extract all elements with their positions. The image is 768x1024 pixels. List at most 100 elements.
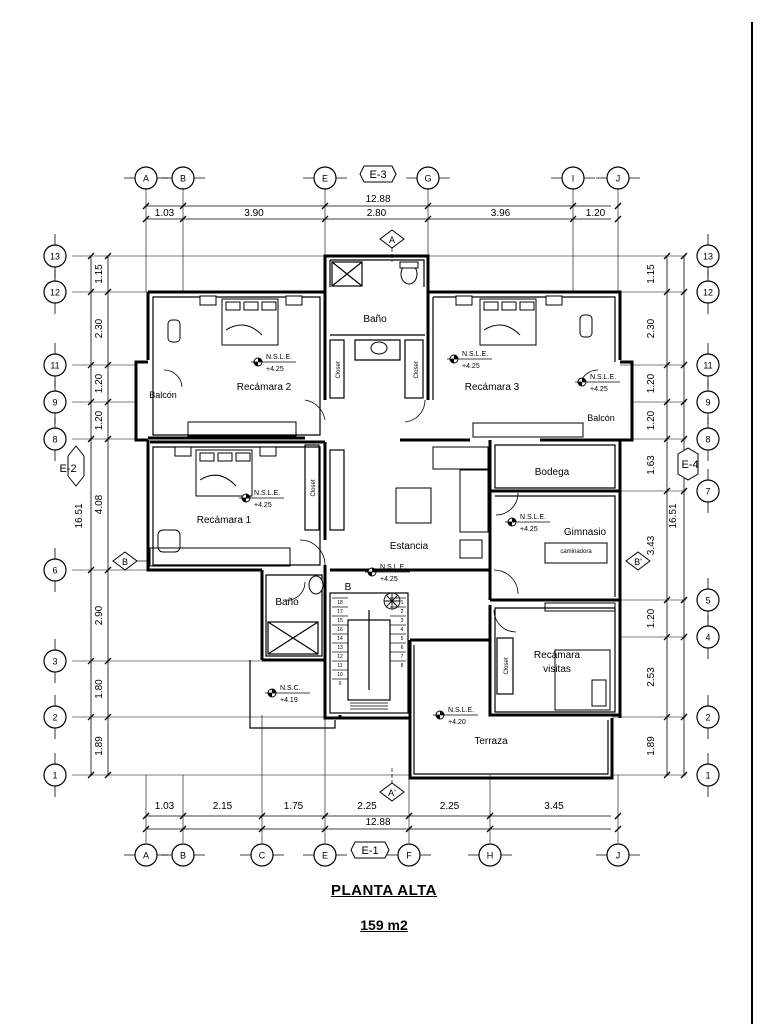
axis-bubble: 11 xyxy=(43,343,67,387)
level-marker: N.S.L.E.+4.25 xyxy=(251,354,296,373)
stair-step-number: 8 xyxy=(401,663,404,669)
axis-bubble: 13 xyxy=(43,234,67,278)
axis-bubble: E xyxy=(303,166,347,190)
axis-bubble: J xyxy=(596,843,640,867)
stair-step-number: 7 xyxy=(401,654,404,660)
elevation-e4: E-4 xyxy=(677,447,699,481)
axis-label: B xyxy=(180,851,186,861)
stair-step-number: 13 xyxy=(337,645,343,651)
dimension-value: 1.15 xyxy=(94,264,105,284)
axis-label: 9 xyxy=(52,398,57,408)
level-marker: N.S.L.E. +4.25 xyxy=(447,351,492,370)
room-gimnasio: Gimnasio xyxy=(564,527,607,538)
axis-label: 1 xyxy=(705,771,710,781)
total-width-top: 12.88 xyxy=(365,194,390,205)
room-recamara-1: Recámara 1 xyxy=(197,515,252,526)
stair-step-number: 5 xyxy=(401,636,404,642)
level-marker: N.S.L.E.+4.25 xyxy=(365,564,410,583)
dimension-value: 3.90 xyxy=(244,208,264,219)
axis-bubble: 4 xyxy=(696,615,720,659)
dimension-value: 1.20 xyxy=(94,373,105,393)
stair-treads xyxy=(332,597,406,710)
axis-bubble: B xyxy=(161,843,205,867)
level-value: +4.20 xyxy=(448,719,466,726)
axis-label: C xyxy=(259,851,266,861)
elevation-e1: E-1 xyxy=(350,841,390,859)
axis-label: B xyxy=(180,174,186,184)
stair-step-number: 18 xyxy=(337,600,343,606)
axis-label: 12 xyxy=(703,288,713,298)
room-balcon-right: Balcón xyxy=(587,413,615,423)
axis-label: A xyxy=(143,851,149,861)
level-value: +4.25 xyxy=(380,576,398,583)
room-bodega: Bodega xyxy=(535,467,570,478)
dimension-ticks xyxy=(87,202,688,833)
axis-label: I xyxy=(572,174,575,184)
closet-label: Closet xyxy=(311,479,317,496)
svg-text:E-1: E-1 xyxy=(361,845,378,857)
stair-step-number: 6 xyxy=(401,645,404,651)
axis-label: 1 xyxy=(52,771,57,781)
level-marker: N.S.L.E.+4.25 xyxy=(505,514,550,533)
stair-step-number: 10 xyxy=(337,672,343,678)
axis-label: A xyxy=(143,174,149,184)
section-markers: A A' B B' B xyxy=(112,229,651,802)
dimension-value: 1.03 xyxy=(155,208,175,219)
stair-step-number: 16 xyxy=(337,627,343,633)
closet-label: Closet xyxy=(336,361,342,378)
axis-label: H xyxy=(487,851,494,861)
dimension-value: 2.25 xyxy=(357,801,377,812)
level-label: N.S.L.E. xyxy=(520,514,546,521)
axis-bubble: 8 xyxy=(696,417,720,461)
room-bano-low: Baño xyxy=(275,597,299,608)
stair-step-number: 11 xyxy=(337,663,342,669)
stair-step-number: 2 xyxy=(401,609,404,615)
level-label: N.S.L.E. xyxy=(462,351,488,358)
room-estancia: Estancia xyxy=(390,541,429,552)
level-label: N.S.C. xyxy=(280,685,301,692)
elevation-markers: E-3 E-1 E-2 E-4 xyxy=(59,165,699,859)
closet-label: Closet xyxy=(504,657,510,674)
axis-label: 13 xyxy=(50,252,60,262)
closet-labels: Closet Closet Closet Closet xyxy=(311,361,510,674)
svg-text:A': A' xyxy=(388,788,396,798)
gym-caminadora: caminadora xyxy=(560,549,592,555)
section-a-bottom: A' xyxy=(379,782,405,802)
axis-label: 7 xyxy=(705,487,710,497)
room-recamara-3: Recámara 3 xyxy=(465,382,520,393)
axis-label: J xyxy=(616,851,621,861)
axis-bubble: F xyxy=(387,843,431,867)
dimension-value: 1.20 xyxy=(646,410,657,430)
dimension-value: 1.80 xyxy=(94,679,105,699)
room-recamara-visitas: Recámara xyxy=(534,650,581,661)
level-value: +4.25 xyxy=(590,386,608,393)
axis-bubble: 8 xyxy=(43,417,67,461)
axis-bubble: 12 xyxy=(43,270,67,314)
axis-label: F xyxy=(406,851,412,861)
level-label: N.S.L.E. xyxy=(254,490,280,497)
axis-label: 2 xyxy=(52,713,57,723)
svg-text:E-2: E-2 xyxy=(59,463,76,475)
stair-step-number: 3 xyxy=(401,618,404,624)
axis-bubble: 2 xyxy=(696,695,720,739)
dimension-value: 3.45 xyxy=(544,801,564,812)
stair-step-number: 9 xyxy=(339,681,342,687)
axis-bubble: J xyxy=(596,166,640,190)
dimension-value: 1.20 xyxy=(646,608,657,628)
axis-bubble: I xyxy=(551,166,595,190)
axis-bubble: E xyxy=(303,843,347,867)
axis-label: 11 xyxy=(703,361,712,371)
level-value: +4.25 xyxy=(462,363,480,370)
svg-text:E-4: E-4 xyxy=(681,459,698,471)
axis-bubble: 1 xyxy=(43,753,67,797)
dimension-value: 1.89 xyxy=(94,736,105,756)
axis-bubble: 5 xyxy=(696,578,720,622)
axis-bubble: G xyxy=(406,166,450,190)
axis-label: 6 xyxy=(52,566,57,576)
plan-title: PLANTA ALTA xyxy=(330,882,438,899)
dimension-value: 1.15 xyxy=(646,264,657,284)
dimension-value: 1.20 xyxy=(646,373,657,393)
